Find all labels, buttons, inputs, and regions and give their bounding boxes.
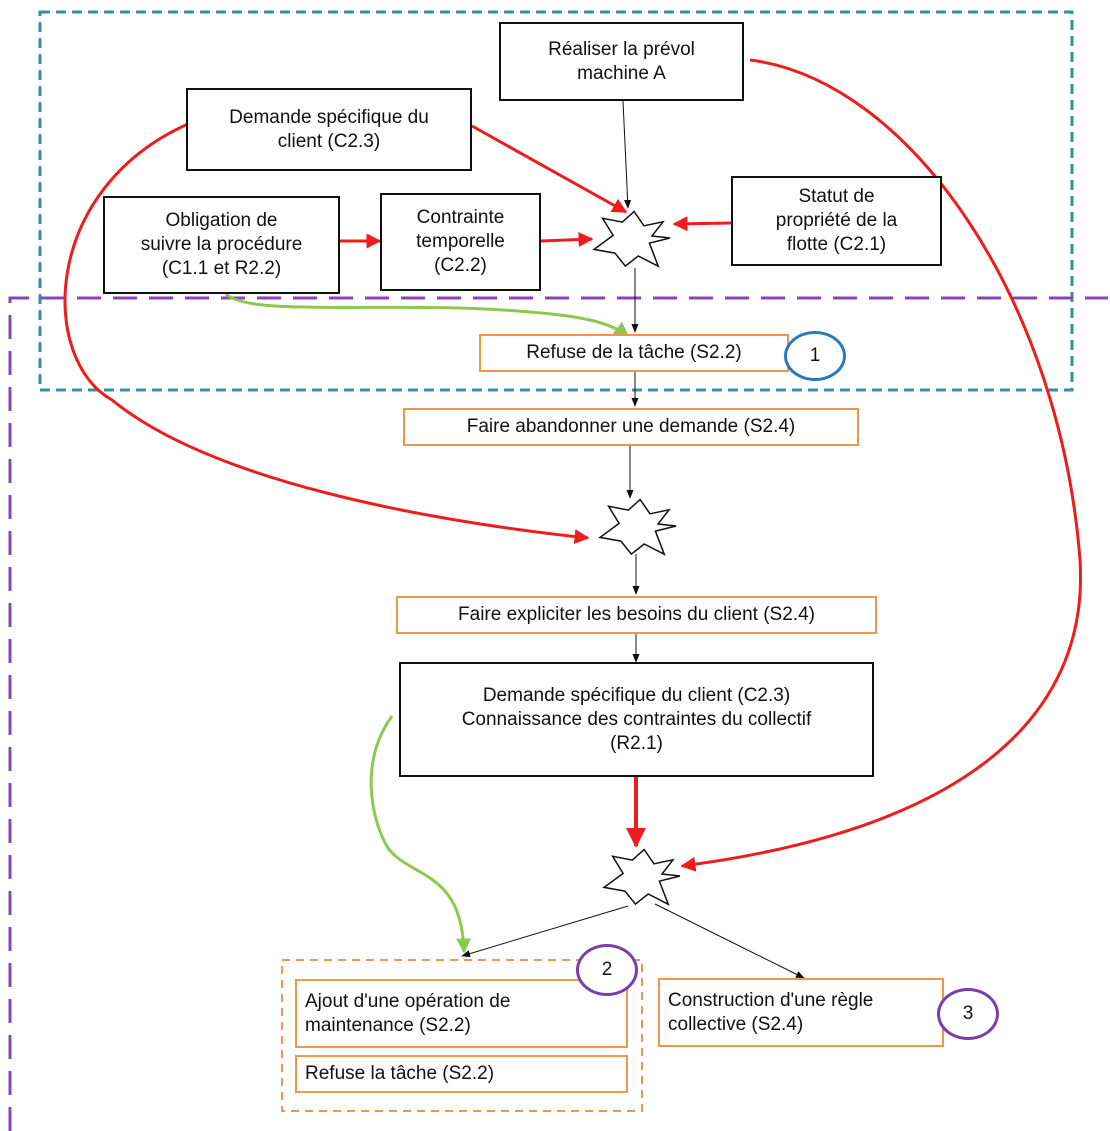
node-refuse-la-tache: Refuse la tâche (S2.2) [295,1055,628,1093]
arrow-demande-green-to-ajout [369,715,472,954]
node-contrainte-temporelle: Contrainte temporelle (C2.2) [380,193,541,291]
node-obligation-procedure: Obligation de suivre la procédure (C1.1 … [103,196,340,294]
node-construction-regle: Construction d'une règle collective (S2.… [658,978,944,1047]
badge-3: 3 [937,988,999,1040]
zone-purple [8,296,1108,1131]
node-statut-propriete: Statut de propriété de la flotte (C2.1) [731,176,942,266]
badge-1: 1 [784,331,846,381]
starburst-icon [602,848,681,906]
badge-2: 2 [576,944,638,996]
node-realiser-prevol: Réaliser la prévol machine A [499,22,744,101]
node-faire-abandonner: Faire abandonner une demande (S2.4) [403,408,859,446]
zone-teal [38,10,1074,392]
arrow-statut-to-burst1 [672,216,732,232]
node-refuse-tache: Refuse de la tâche (S2.2) [479,334,789,372]
group-ajout-refuse [281,959,643,1112]
arrow-contrainte-to-burst1 [540,232,594,248]
arrow-burst3-to-ajout [461,905,629,958]
arrow-burst3-to-construction [654,903,805,979]
node-ajout-operation: Ajout d'une opération de maintenance (S2… [295,979,628,1048]
arrow-obligation-green-to-refuse [224,292,630,338]
arrow-demande-to-burst1 [471,124,628,214]
starburst-icon [598,498,677,556]
arrow-prevol-curve-to-burst3 [680,58,1083,872]
node-faire-expliciter: Faire expliciter les besoins du client (… [396,596,877,634]
arrow-prevol-to-burst1 [622,100,632,209]
node-demande-connaissance: Demande spécifique du client (C2.3) Conn… [399,662,874,777]
node-demande-specifique-top: Demande spécifique du client (C2.3) [186,88,472,171]
starburst-icon [592,210,671,268]
arrow-demande-curve-to-burst2 [63,122,590,545]
